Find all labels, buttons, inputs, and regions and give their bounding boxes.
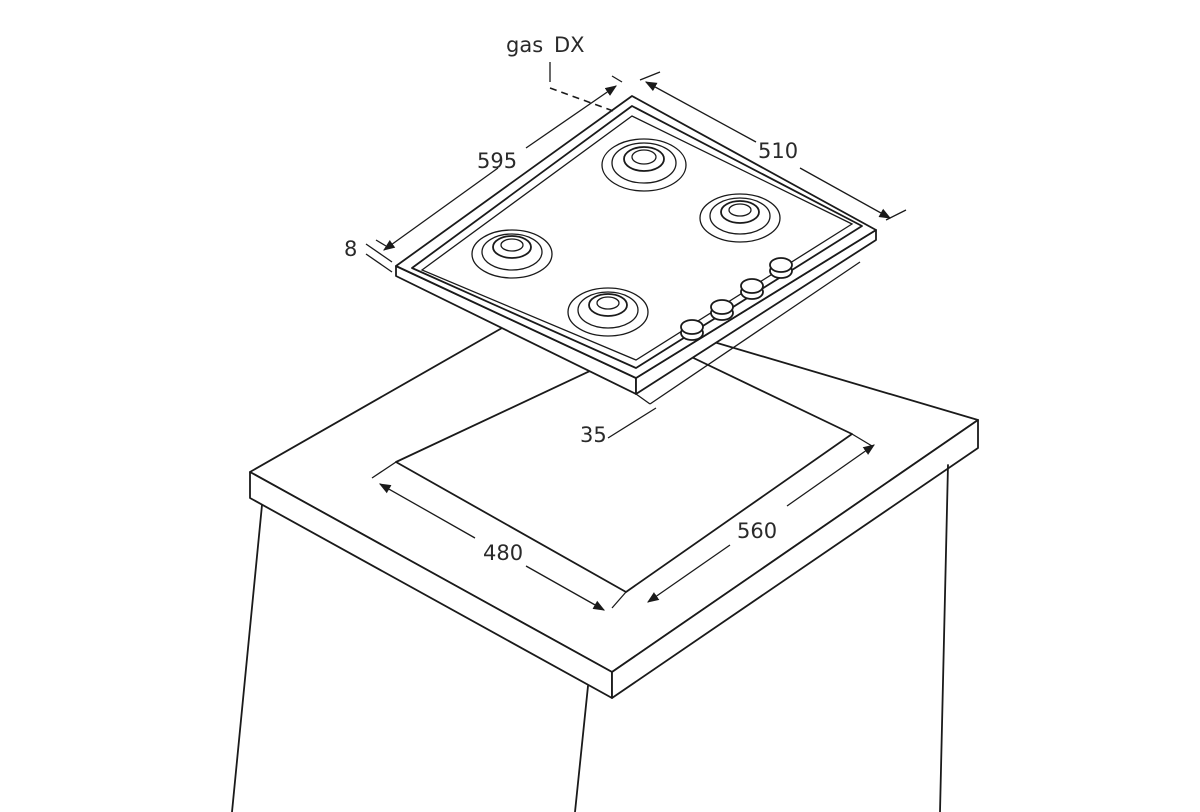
dim-line [378, 483, 476, 539]
cabinet-front-corner [574, 685, 589, 812]
ext-line [375, 239, 387, 247]
knob-4 [769, 257, 793, 279]
burner-ring [481, 233, 543, 271]
label-480: 480 [483, 541, 523, 565]
cutout-ext-line [611, 591, 627, 609]
dim-line [799, 167, 892, 219]
burner-ring-outer [471, 229, 553, 279]
cutout-ext-line [371, 461, 397, 479]
burner-left [471, 229, 553, 279]
dim-line [786, 444, 875, 507]
hob-bottom-edge [635, 393, 651, 405]
label-35: 35 [580, 423, 607, 447]
cutout [371, 339, 873, 609]
dimension-480 [378, 483, 606, 611]
label-595: 595 [477, 149, 517, 173]
ext-line [639, 71, 661, 81]
dimension-8 [365, 243, 393, 273]
dim-line [644, 81, 757, 143]
dimension-35 [607, 407, 657, 439]
dim-line [525, 565, 606, 611]
cabinet-left-edge [231, 504, 263, 812]
dim-line [647, 544, 731, 603]
burner-cap-inner [500, 238, 524, 252]
cabinet-right-edge [939, 464, 949, 812]
burner-ring [709, 197, 771, 235]
burner-cap-inner [596, 296, 620, 310]
hob-under-body [649, 261, 861, 405]
dimension-560 [647, 444, 875, 603]
burner-back [601, 138, 687, 192]
dim-line [607, 407, 657, 439]
label-gas: gas [506, 33, 543, 57]
dim-line [365, 243, 393, 263]
knob-1 [680, 319, 704, 341]
burner-right [699, 193, 781, 243]
burner-ring-outer [601, 138, 687, 192]
burner-cap-inner [728, 203, 752, 217]
knob-2 [710, 299, 734, 321]
knob-3 [740, 278, 764, 300]
control-knobs [680, 257, 793, 341]
burner-ring [611, 142, 677, 184]
label-560: 560 [737, 519, 777, 543]
burner-ring-outer [567, 287, 649, 337]
ext-line [611, 75, 623, 83]
dim-line [383, 167, 499, 251]
hob-basin [420, 115, 854, 361]
burner-cap-inner [631, 149, 657, 165]
dimension-510 [639, 71, 907, 221]
gas-connection-leader [549, 62, 617, 113]
dim-line [365, 253, 393, 273]
label-dx: DX [554, 33, 585, 57]
gas-hob [395, 95, 877, 405]
cutout-ext-line [851, 433, 873, 447]
countertop-right-edge [611, 419, 979, 699]
label-510: 510 [758, 139, 798, 163]
burner-front [567, 287, 649, 337]
burner-ring [577, 291, 639, 329]
burner-ring-outer [699, 193, 781, 243]
label-8: 8 [344, 237, 357, 261]
dimension-595 [375, 75, 623, 251]
dim-line [525, 85, 617, 149]
ext-line [885, 209, 907, 221]
